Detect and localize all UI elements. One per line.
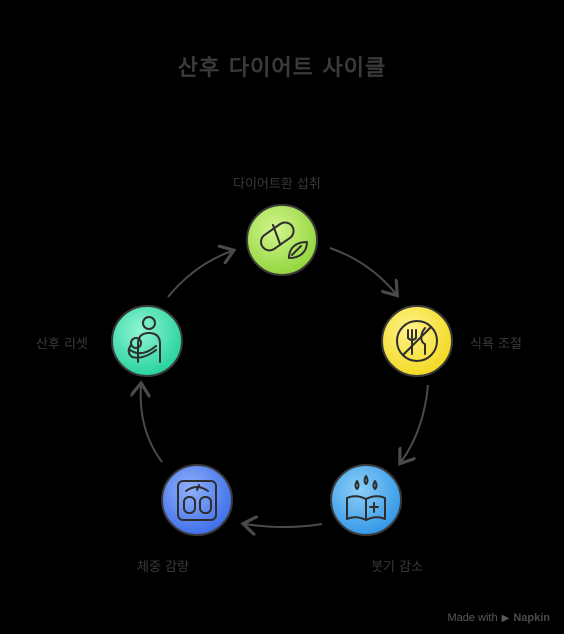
node-label-postpartum-reset: 산후 리셋: [36, 337, 88, 352]
arrow-3: [245, 524, 323, 527]
pill-leaf-icon: [260, 221, 308, 259]
node-postpartum-reset: [111, 305, 183, 377]
footer-credit: Made with ▶ Napkin: [447, 612, 550, 624]
node-label-appetite-control: 식욕 조절: [470, 337, 522, 352]
made-with-text: Made with: [447, 612, 498, 624]
brand-name: Napkin: [513, 612, 550, 624]
arrow-4: [141, 385, 163, 463]
arrow-2: [401, 384, 429, 462]
node-swelling-reduction: [330, 464, 402, 536]
node-diet-pill: [246, 204, 318, 276]
book-water-icon: [346, 475, 386, 521]
node-appetite-control: [381, 305, 453, 377]
node-weight-loss: [161, 464, 233, 536]
page-title: 산후 다이어트 사이클: [177, 56, 387, 81]
arrow-1: [329, 247, 396, 294]
node-label-weight-loss: 체중 감량: [137, 560, 189, 575]
node-label-swelling-reduction: 붓기 감소: [371, 560, 423, 575]
no-eating-icon: [396, 320, 438, 362]
mother-baby-icon: [127, 316, 161, 363]
arrow-5: [167, 251, 232, 298]
node-label-diet-pill: 다이어트환 섭취: [233, 177, 321, 192]
napkin-logo-icon: ▶: [501, 612, 510, 624]
scale-icon: [177, 480, 217, 521]
